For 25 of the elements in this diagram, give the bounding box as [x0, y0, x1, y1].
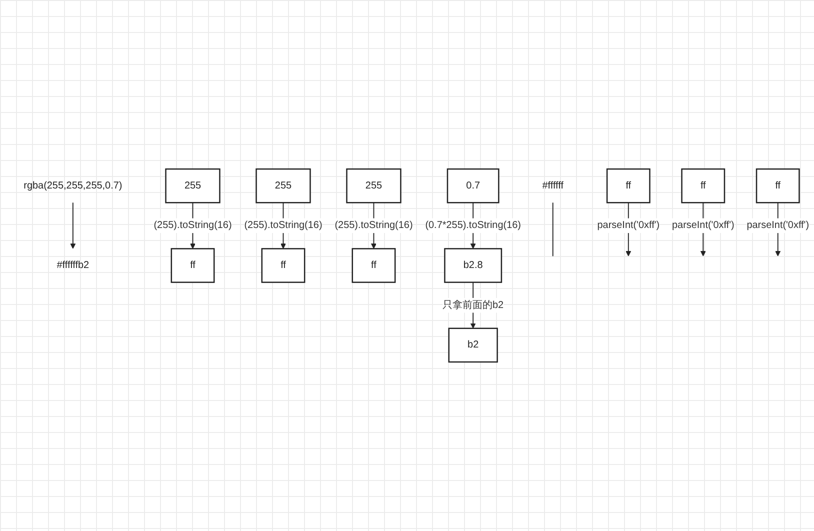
connector [552, 202, 554, 257]
arrow [70, 202, 76, 249]
node-box: 255 [256, 168, 311, 204]
node-box: ff [170, 248, 215, 283]
node-box: ff [681, 168, 726, 204]
edge-label: (255).toString(16) [244, 220, 322, 231]
edge-label: (255).toString(16) [334, 220, 413, 231]
node-text: rgba(255,255,255,0.7) [24, 180, 122, 191]
edge-label: (255).toString(16) [154, 220, 232, 231]
node-box: 255 [165, 168, 220, 204]
edge-label: parseInt('0xff') [746, 220, 810, 231]
node-box: ff [606, 168, 650, 204]
node-box: ff [352, 248, 396, 283]
edge-label: (0.7*255).toString(16) [425, 220, 521, 231]
node-box: ff [261, 248, 306, 283]
edge-label: parseInt('0xff') [597, 220, 660, 231]
node-box: b2.8 [444, 248, 502, 283]
node-box: ff [756, 168, 800, 204]
edge-label: 只拿前面的b2 [442, 300, 504, 310]
node-box: b2 [448, 328, 498, 363]
node-text: #ffffff [542, 180, 564, 191]
node-text: #ffffffb2 [56, 260, 90, 270]
node-box: 0.7 [446, 168, 500, 204]
node-box: 255 [346, 168, 402, 204]
edge-label: parseInt('0xff') [672, 220, 734, 231]
